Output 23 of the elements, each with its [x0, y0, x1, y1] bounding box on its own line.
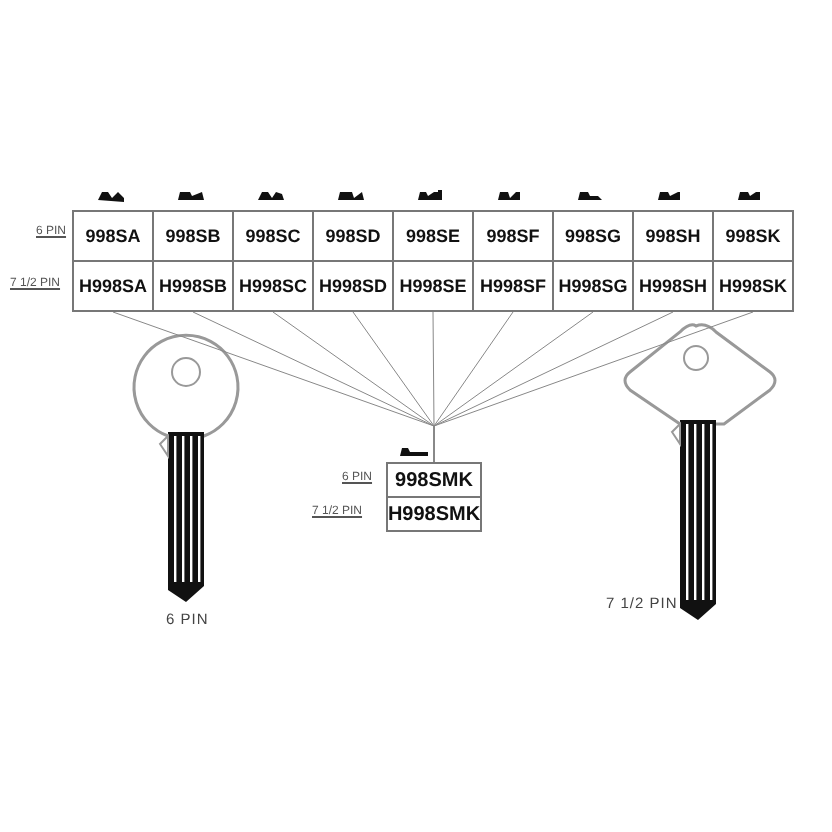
key-number: 998SB [163, 224, 223, 250]
key-column [472, 210, 554, 312]
key-column [72, 210, 154, 312]
key-number: 998SD [323, 224, 383, 250]
key-number: H998SMK [388, 496, 480, 530]
key-number: 998SG [562, 224, 624, 250]
key-column [232, 210, 314, 312]
key-number: 998SE [403, 224, 463, 250]
master-key-table [386, 462, 482, 532]
key-column [312, 210, 394, 312]
key-column [712, 210, 794, 312]
key-number: 998SF [484, 224, 542, 250]
key-column [152, 210, 234, 312]
key-number: H998SK [714, 260, 792, 310]
key-column [552, 210, 634, 312]
key-column [392, 210, 474, 312]
connector-line [433, 311, 754, 463]
key-number: 998SK [723, 224, 783, 250]
key-column [632, 210, 714, 312]
key-number: 998SH [643, 224, 703, 250]
key-number: 998SC [243, 224, 303, 250]
key-number: 998SMK [393, 467, 475, 495]
key-number: 998SA [83, 224, 143, 250]
